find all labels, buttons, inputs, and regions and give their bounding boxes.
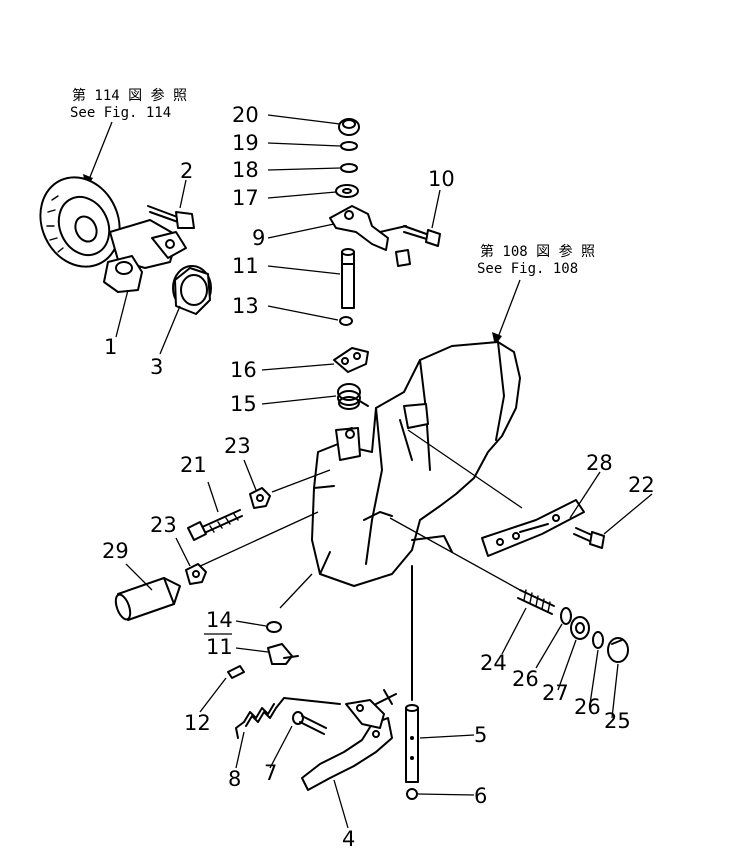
callout-16: 16 — [230, 358, 257, 382]
nut-part-23-lower — [185, 563, 207, 585]
axis-line-21 — [271, 469, 331, 493]
o-ring-part-6 — [406, 788, 418, 800]
callout-1: 1 — [104, 335, 117, 359]
pin-part-11-bottom — [267, 643, 299, 665]
washer-part-26-b — [592, 631, 604, 649]
washer-part-17 — [335, 184, 359, 198]
callout-14: 14 — [206, 608, 233, 632]
bolt-part-7 — [292, 711, 327, 735]
fig108-arrow — [492, 279, 521, 346]
washer-part-19 — [340, 141, 358, 151]
callout-24: 24 — [480, 651, 507, 675]
callout-19: 19 — [232, 131, 259, 155]
pin-part-12 — [227, 665, 245, 679]
rod-part-5 — [405, 704, 419, 783]
washer-part-14 — [266, 621, 282, 633]
axis-line-29 — [195, 511, 319, 569]
callout-2: 2 — [180, 159, 193, 183]
callout-17: 17 — [232, 186, 259, 210]
callout-15: 15 — [230, 392, 257, 416]
leader-lines — [115, 114, 653, 829]
callout-27: 27 — [542, 681, 569, 705]
fig114-ref-jp: 第 114 図 参 照 — [72, 87, 187, 104]
collar-part-3 — [172, 265, 212, 315]
callout-21: 21 — [180, 453, 207, 477]
bracket-part-1 — [103, 219, 187, 293]
nut-part-23-upper — [249, 487, 271, 509]
callout-29: 29 — [102, 539, 129, 563]
fig108-ref-jp: 第 108 図 参 照 — [480, 243, 595, 260]
lever-part-9 — [329, 205, 411, 267]
callout-7: 7 — [264, 761, 277, 785]
callout-28: 28 — [586, 451, 613, 475]
o-ring-part-13 — [339, 316, 353, 326]
bolt-part-22 — [573, 527, 605, 549]
callout-6: 6 — [474, 784, 487, 808]
callout-25: 25 — [604, 709, 631, 733]
callout-9: 9 — [252, 226, 265, 250]
callout-23-upper: 23 — [224, 434, 251, 458]
fig108-ref-en: See Fig. 108 — [477, 261, 578, 277]
lever-part-4 — [301, 689, 397, 791]
axis-line-14 — [279, 573, 313, 609]
callout-20: 20 — [232, 103, 259, 127]
callout-12: 12 — [184, 711, 211, 735]
fig114-ref-en: See Fig. 114 — [70, 105, 171, 121]
callout-5: 5 — [474, 723, 487, 747]
spring-part-8 — [235, 697, 341, 739]
screw-part-24 — [517, 589, 555, 615]
bolt-part-2 — [147, 205, 195, 229]
pin-part-11-top — [341, 248, 355, 309]
pulley-drum — [39, 176, 121, 268]
callout-26-b: 26 — [574, 695, 601, 719]
callout-18: 18 — [232, 158, 259, 182]
callout-labels: 20 19 18 17 9 10 11 13 16 15 2 1 3 21 23… — [102, 103, 655, 851]
extension-part-29 — [114, 577, 181, 621]
cap-nut-part-25 — [607, 637, 629, 663]
washer-part-18 — [340, 163, 358, 173]
nut-part-20 — [338, 118, 360, 136]
governor-housing — [311, 341, 521, 587]
axis-line-28 — [407, 429, 523, 509]
plate-part-16 — [333, 347, 369, 373]
washer-part-26-a — [560, 607, 572, 625]
callout-3: 3 — [150, 355, 163, 379]
axis-line-24 — [389, 517, 521, 591]
callout-4: 4 — [342, 827, 355, 851]
nut-part-27 — [570, 616, 590, 640]
callout-8: 8 — [228, 767, 241, 791]
fig114-arrow — [83, 121, 113, 188]
plate-part-28 — [481, 499, 585, 557]
callout-22: 22 — [628, 473, 655, 497]
callout-23-lower: 23 — [150, 513, 177, 537]
callout-10: 10 — [428, 167, 455, 191]
bolt-part-10 — [403, 225, 441, 247]
callout-11-bottom: 11 — [206, 635, 233, 659]
callout-11-top: 11 — [232, 254, 259, 278]
callout-26-a: 26 — [512, 667, 539, 691]
callout-13: 13 — [232, 294, 259, 318]
spring-part-15 — [337, 383, 369, 410]
bolt-part-21 — [187, 509, 243, 541]
